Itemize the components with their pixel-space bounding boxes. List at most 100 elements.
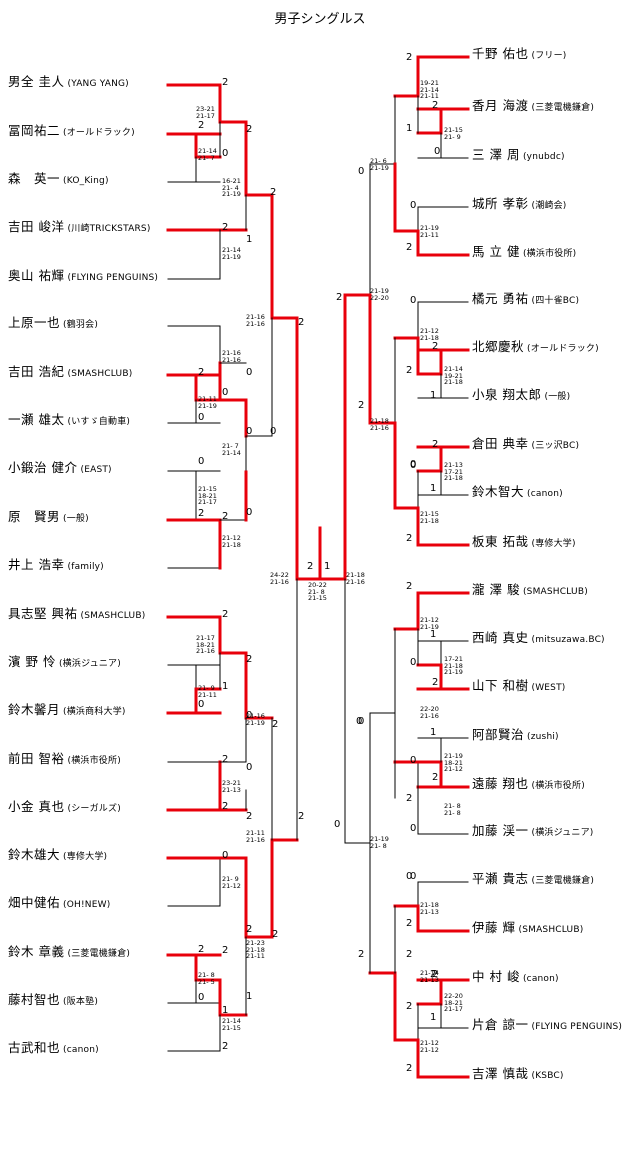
- match-score: 2: [298, 317, 305, 328]
- set-scores: 21-12 21-12: [420, 1039, 439, 1054]
- player-team: (OH!NEW): [63, 900, 111, 910]
- player-entry: 小金 真也(シーガルズ): [8, 799, 121, 815]
- player-name: 吉澤 慎哉: [472, 1066, 529, 1081]
- player-team: (EAST): [80, 465, 112, 475]
- player-team: (横浜ジュニア): [531, 828, 594, 838]
- player-entry: 森 英一(KO_King): [8, 171, 109, 187]
- match-score: 0: [246, 710, 253, 721]
- match-score: 0: [222, 387, 229, 398]
- match-score: 2: [246, 924, 253, 935]
- player-entry: 城所 孝彰(潮崎会): [472, 196, 567, 212]
- player-name: 板東 拓哉: [472, 534, 529, 549]
- match-score: 2: [298, 811, 305, 822]
- match-score: 2: [246, 124, 253, 135]
- player-team: (KO_King): [63, 176, 109, 186]
- player-name: 吉田 峻洋: [8, 219, 65, 234]
- set-scores: 21- 7 21-14: [222, 442, 241, 457]
- player-team: (family): [67, 562, 104, 572]
- set-scores: 21- 8 21- 5: [198, 971, 215, 986]
- player-team: (横浜市役所): [531, 781, 585, 791]
- page-title: 男子シングルス: [274, 12, 366, 27]
- player-team: (三菱電機鎌倉): [531, 876, 595, 886]
- player-entry: 小鍛治 健介(EAST): [8, 460, 112, 476]
- set-scores: 21-14 21-15: [222, 1017, 241, 1032]
- player-team: (zushi): [527, 732, 559, 742]
- match-score: 2: [198, 120, 205, 131]
- player-team: (阪本塾): [63, 997, 99, 1007]
- player-name: 山下 和樹: [472, 678, 529, 693]
- match-score: 0: [410, 871, 417, 882]
- set-scores: 21-15 21-18: [420, 510, 439, 525]
- set-scores: 21-14 21-19: [222, 246, 241, 261]
- match-score: 0: [410, 657, 417, 668]
- player-entry: 吉田 浩紀(SMASHCLUB): [8, 364, 132, 380]
- player-entry: 上原一也(鶴羽会): [8, 315, 98, 331]
- player-team: (三菱電機鎌倉): [67, 949, 131, 959]
- player-name: 濱 野 怜: [8, 654, 56, 669]
- player-entry: 濱 野 怜(横浜ジュニア): [8, 654, 121, 670]
- player-team: (オールドラック): [63, 128, 135, 138]
- match-score: 2: [358, 949, 365, 960]
- player-team: (四十雀BC): [531, 296, 580, 306]
- match-score: 0: [222, 148, 229, 159]
- match-score: 2: [406, 793, 413, 804]
- player-name: 城所 孝彰: [472, 196, 529, 211]
- player-name: 小鍛治 健介: [8, 460, 78, 475]
- set-scores: 21-13 17-21 21-18: [444, 461, 463, 482]
- player-team: (SMASHCLUB): [518, 925, 584, 935]
- player-name: 馬 立 健: [472, 244, 520, 259]
- set-scores: 22-20 18-21 21-17: [444, 992, 463, 1013]
- set-scores: 21- 9 21-12: [222, 875, 241, 890]
- match-score: 2: [198, 367, 205, 378]
- set-scores: 21-11 21-16: [246, 829, 265, 844]
- match-score: 0: [410, 755, 417, 766]
- set-scores: 21-23 21-18 21-11: [246, 939, 265, 960]
- match-score: 1: [406, 123, 413, 134]
- player-team: (canon): [527, 489, 563, 499]
- match-score: 2: [406, 1001, 413, 1012]
- player-name: 原 賢男: [8, 509, 61, 524]
- match-score: 2: [432, 772, 439, 783]
- player-team: (横浜商科大学): [63, 707, 126, 717]
- player-name: 三 澤 周: [472, 147, 520, 162]
- player-name: 加藤 渓一: [472, 823, 529, 838]
- match-score: 2: [336, 292, 343, 303]
- set-scores: 24-22 21-16: [270, 571, 289, 586]
- set-scores: 21-14 21- 7: [198, 147, 217, 162]
- player-team: (横浜市役所): [67, 756, 121, 766]
- set-scores: 17-21 21-18 21-19: [444, 655, 463, 676]
- match-score: 0: [246, 426, 253, 437]
- player-team: (横浜市役所): [522, 249, 577, 259]
- match-score: 0: [198, 699, 205, 710]
- match-score: 0: [410, 459, 417, 470]
- match-score: 2: [222, 77, 229, 88]
- player-entry: 原 賢男(一般): [8, 509, 89, 525]
- player-team: (一般): [544, 392, 571, 402]
- match-score: 0: [246, 507, 253, 518]
- set-scores: 21-18 21-13: [420, 901, 439, 916]
- player-name: 上原一也: [8, 315, 61, 330]
- player-entry: 加藤 渓一(横浜ジュニア): [472, 823, 593, 839]
- player-team: (canon): [522, 974, 559, 984]
- match-score: 1: [430, 629, 437, 640]
- player-team: (SMASHCLUB): [67, 369, 133, 379]
- set-scores: 21-12 21-18: [222, 534, 241, 549]
- set-scores: 21-11 21-19: [198, 395, 217, 410]
- player-team: (ynubdc): [522, 152, 565, 162]
- player-team: (FLYING PENGUINS): [67, 273, 159, 283]
- set-scores: 21-14 19-21 21-18: [444, 365, 463, 386]
- player-name: 橘元 勇祐: [472, 291, 529, 306]
- match-score: 1: [222, 1005, 229, 1016]
- match-score: 2: [307, 561, 314, 572]
- match-score: 2: [430, 969, 437, 980]
- match-score: 2: [406, 242, 413, 253]
- player-entry: 西崎 真史(mitsuzawa.BC): [472, 630, 605, 646]
- player-entry: 前田 智裕(横浜市役所): [8, 751, 121, 767]
- player-entry: 一瀬 雄太(いすゞ自動車): [8, 412, 130, 428]
- player-name: 奥山 祐輝: [8, 268, 65, 283]
- match-score: 2: [406, 52, 413, 63]
- match-score: 2: [432, 677, 439, 688]
- match-score: 2: [270, 187, 277, 198]
- match-score: 0: [246, 762, 253, 773]
